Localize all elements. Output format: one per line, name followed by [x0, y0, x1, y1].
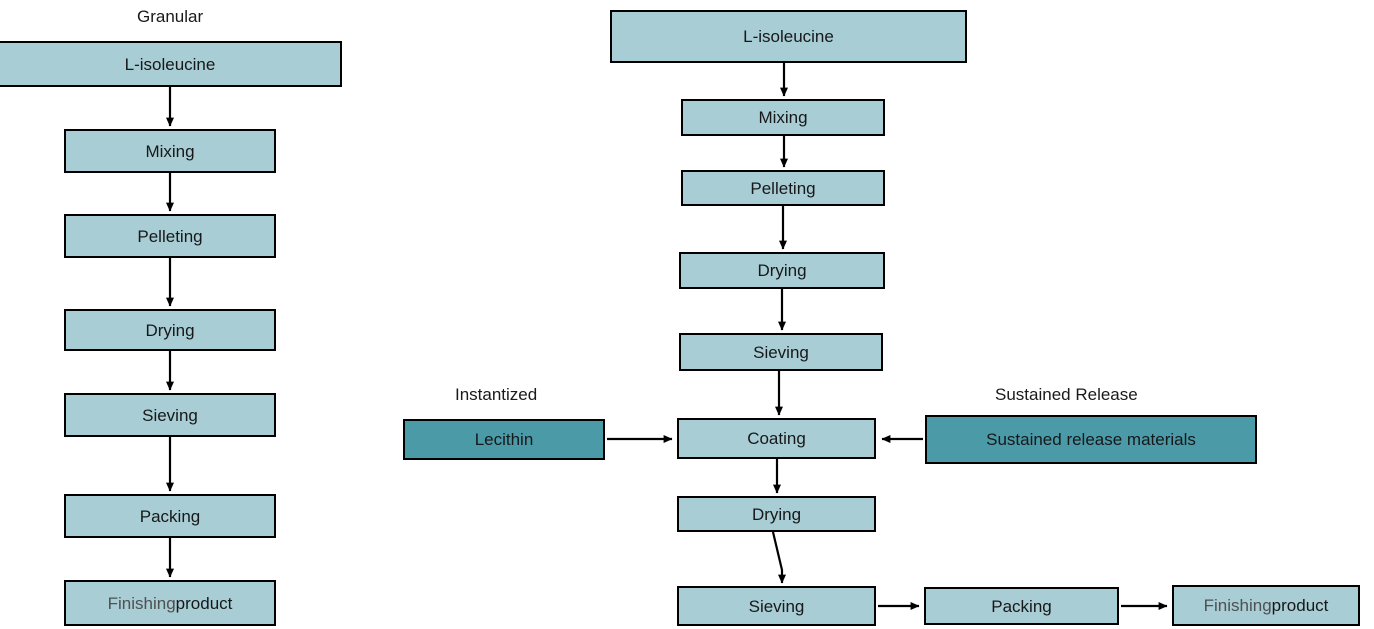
instantized-label: Instantized — [455, 385, 538, 404]
node-sieving[interactable]: Sieving — [64, 393, 276, 437]
node-l-isoleucine[interactable]: L-isoleucine — [0, 41, 342, 87]
node-mixing[interactable]: Mixing — [64, 129, 276, 173]
node-lecithin[interactable]: Lecithin — [403, 419, 605, 460]
node-finishing-product-2[interactable]: Finishing product — [1172, 585, 1360, 626]
node-pelleting[interactable]: Pelleting — [64, 214, 276, 258]
node-packing-2[interactable]: Packing — [924, 587, 1119, 625]
node-packing[interactable]: Packing — [64, 494, 276, 538]
finishing-product-2-suffix: product — [1271, 596, 1329, 615]
node-pelleting-2[interactable]: Pelleting — [681, 170, 885, 206]
finishing-product-suffix: product — [175, 593, 233, 613]
finishing-product-prefix: Finishing — [107, 593, 176, 613]
node-coating[interactable]: Coating — [677, 418, 876, 459]
node-drying-2[interactable]: Drying — [679, 252, 885, 289]
sustained-release-label: Sustained Release — [995, 385, 1138, 404]
node-l-isoleucine-2[interactable]: L-isoleucine — [610, 10, 967, 63]
node-drying[interactable]: Drying — [64, 309, 276, 351]
node-sieving-3[interactable]: Sieving — [677, 586, 876, 626]
node-sustained-release-materials[interactable]: Sustained release materials — [925, 415, 1257, 464]
finishing-product-2-prefix: Finishing — [1203, 596, 1272, 615]
granular-label: Granular — [137, 7, 204, 26]
node-finishing-product[interactable]: Finishing product — [64, 580, 276, 626]
edge-drying3-to-sieving3 — [771, 531, 786, 584]
node-drying-3[interactable]: Drying — [677, 496, 876, 532]
node-mixing-2[interactable]: Mixing — [681, 99, 885, 136]
node-sieving-2[interactable]: Sieving — [679, 333, 883, 371]
